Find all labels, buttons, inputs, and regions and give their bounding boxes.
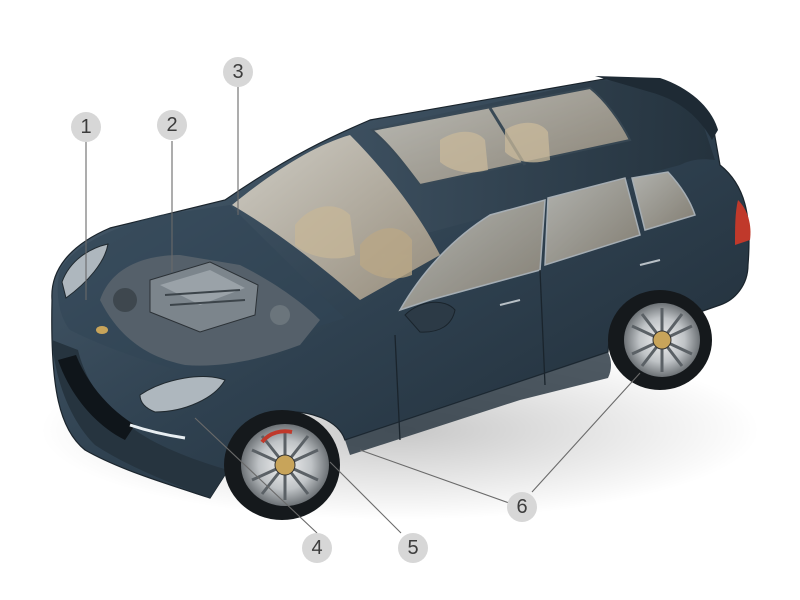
daytime-running-light [129, 423, 186, 440]
leader-line-6a [359, 449, 510, 504]
callout-1-label: 1 [80, 116, 91, 138]
front-wheel [224, 410, 340, 520]
leader-line-6b [531, 372, 641, 493]
sunroof [369, 86, 632, 187]
brand-badge-icon [96, 326, 108, 334]
callout-3: 3 [223, 57, 253, 87]
headlight-right [139, 375, 226, 413]
front-side-window [398, 198, 546, 312]
callout-2: 2 [157, 110, 187, 140]
engine [100, 255, 320, 366]
leader-line-4 [194, 417, 318, 534]
rear-side-window [544, 177, 641, 267]
callout-5-label: 5 [407, 537, 418, 559]
leader-lines [85, 87, 641, 534]
side-mirror [404, 301, 456, 333]
headlight-left [61, 243, 109, 299]
rear-wheel [608, 290, 712, 390]
leader-line-5 [329, 461, 402, 534]
callout-2-label: 2 [166, 114, 177, 136]
callout-6-label: 6 [516, 496, 527, 518]
callout-5: 5 [398, 533, 428, 563]
callout-1: 1 [71, 112, 101, 142]
taillight [735, 200, 751, 245]
callout-4: 4 [302, 533, 332, 563]
interior-seats [295, 122, 550, 279]
callout-3-label: 3 [232, 61, 243, 83]
callout-6: 6 [507, 492, 537, 522]
callout-4-label: 4 [311, 537, 322, 559]
quarter-window [631, 171, 696, 231]
